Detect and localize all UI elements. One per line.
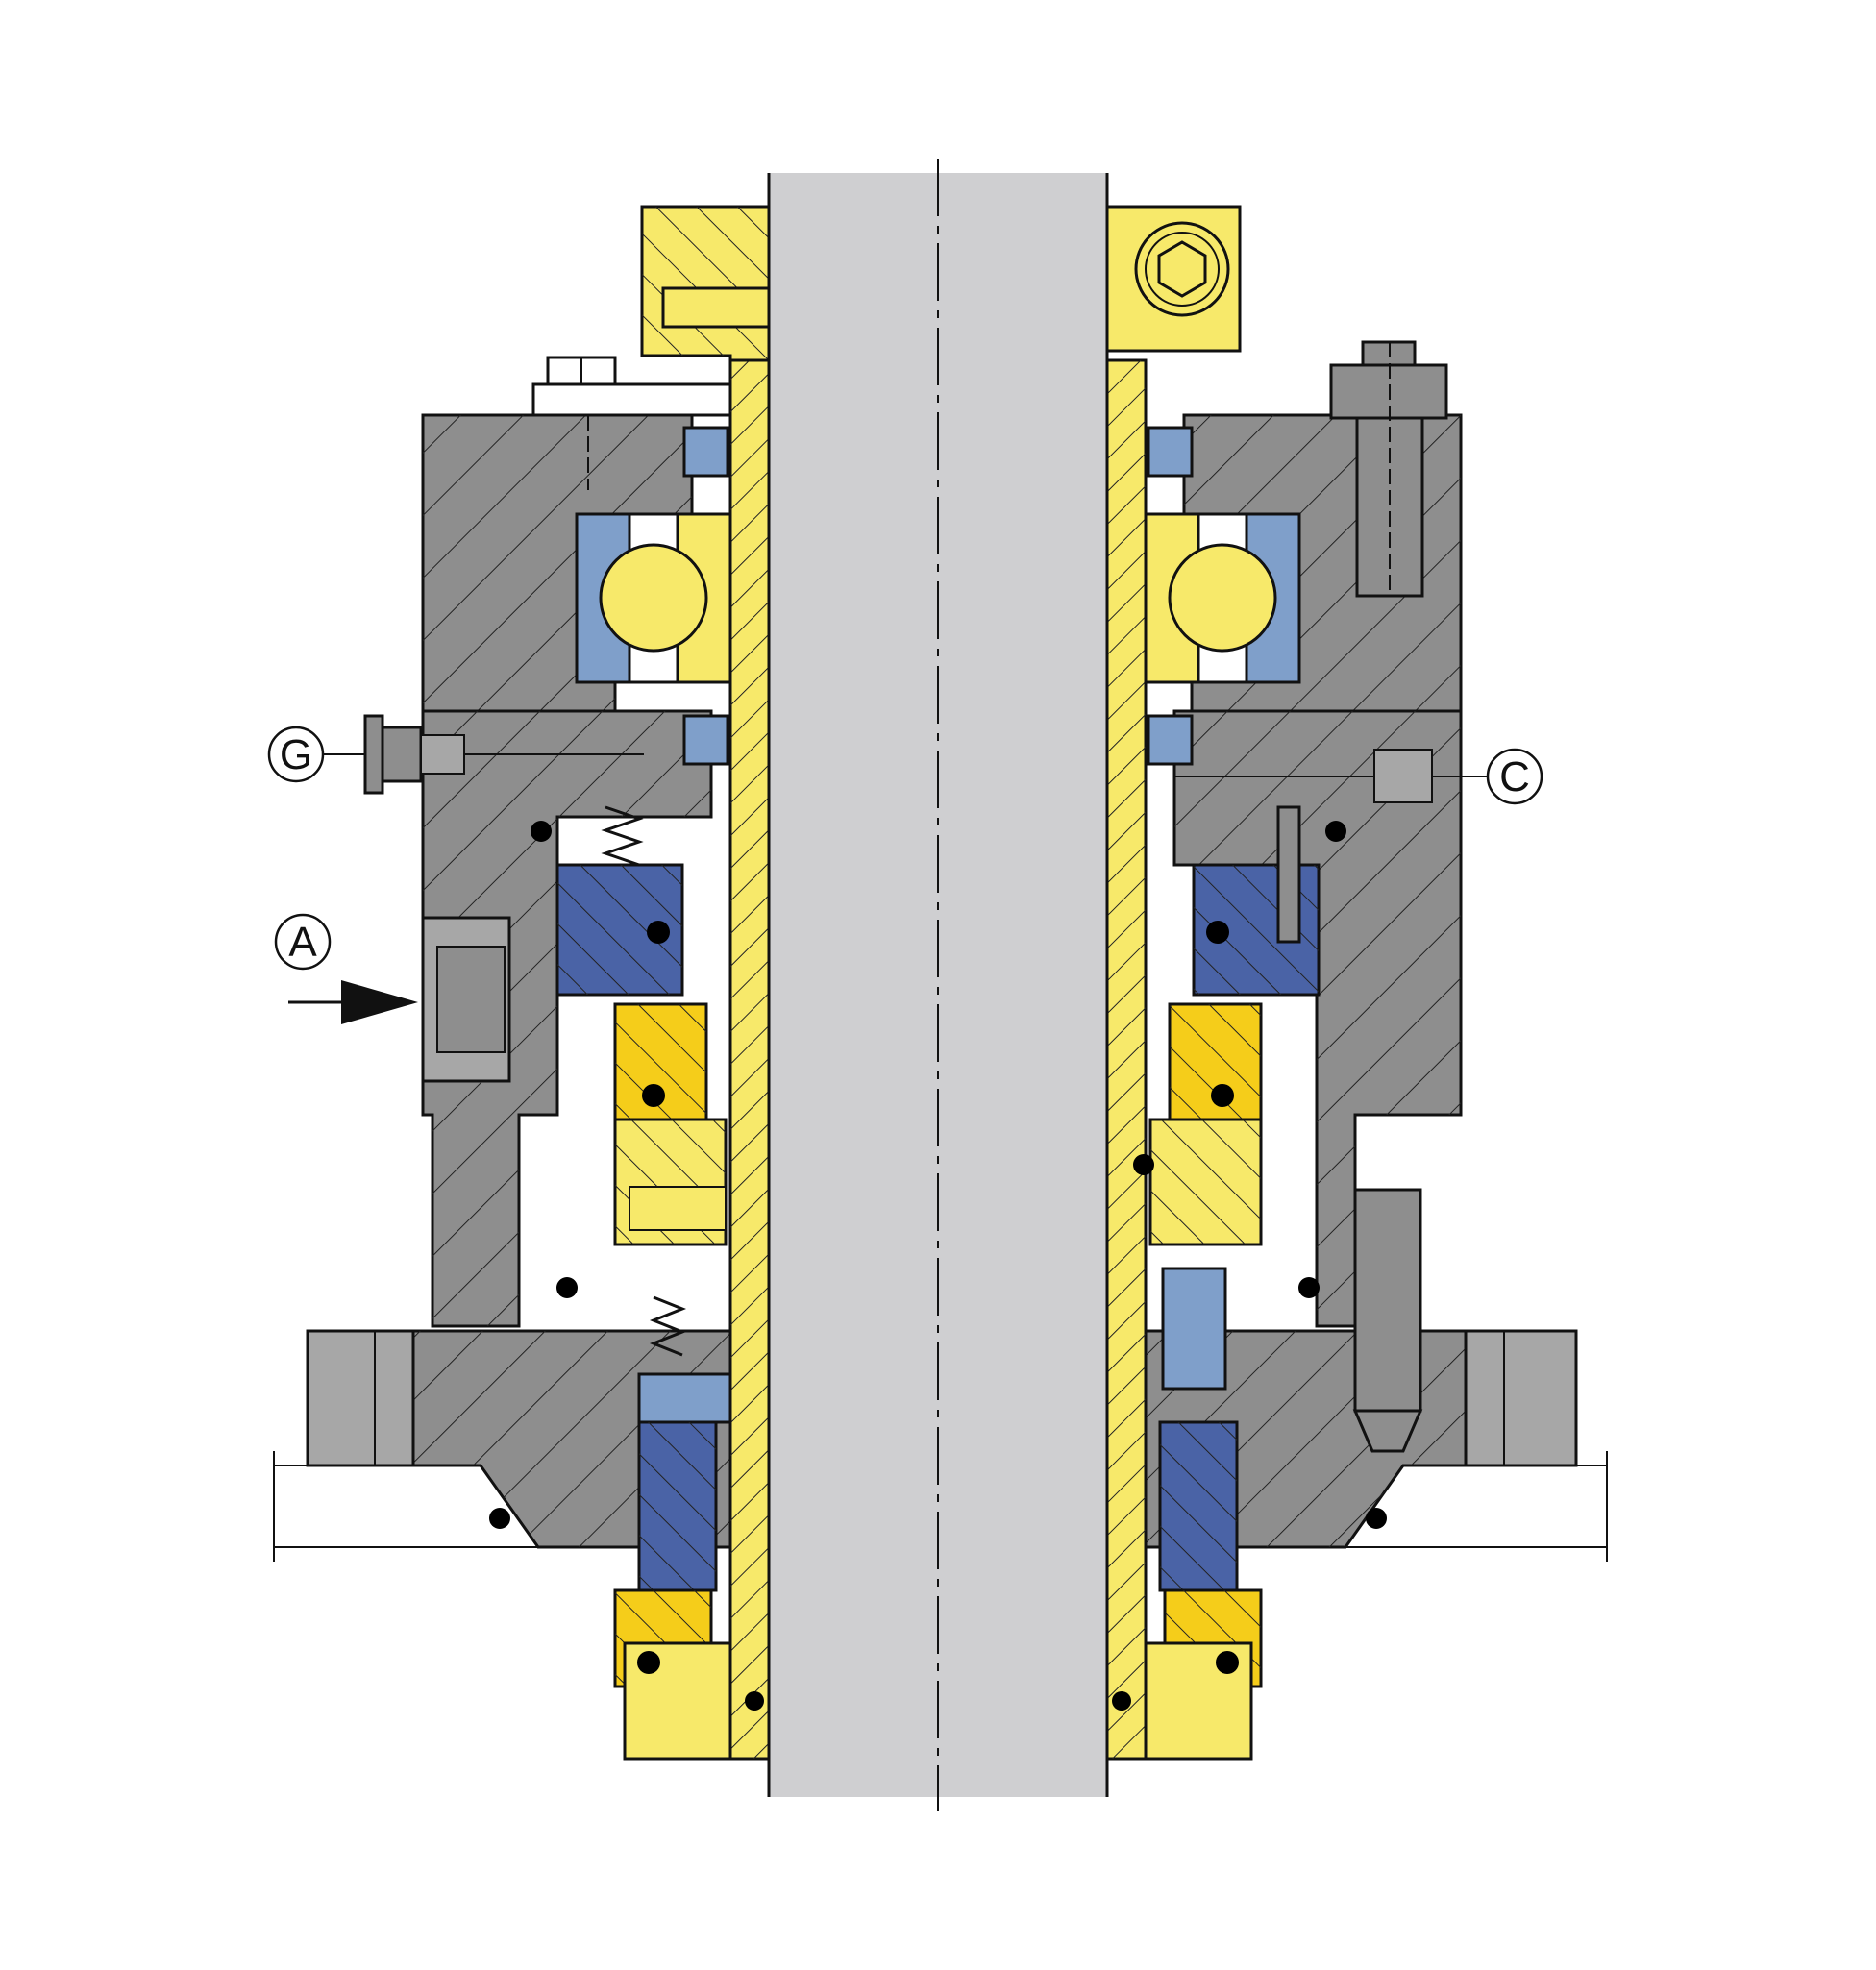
port-label-a: A xyxy=(274,913,332,971)
inlet-arrow xyxy=(288,980,418,1024)
inboard-seal-left xyxy=(555,805,728,1246)
dimension-lines xyxy=(273,1451,1608,1562)
outboard-seal-right xyxy=(1112,1267,1263,1761)
housing-o-rings xyxy=(489,821,1387,1529)
shaft xyxy=(767,159,1109,1811)
hex-socket-screw-icon xyxy=(1134,221,1230,317)
port-label-g: G xyxy=(267,726,365,783)
housing-left xyxy=(306,356,737,1549)
inboard-seal-right xyxy=(1148,805,1321,1246)
port-label-g-text: G xyxy=(280,731,312,778)
port-label-c: C xyxy=(1432,748,1543,805)
port-label-a-text: A xyxy=(288,919,317,966)
bearing-left xyxy=(575,426,732,766)
port-label-c-text: C xyxy=(1499,753,1530,800)
shaft-sleeve xyxy=(728,358,1148,1761)
bearing-right xyxy=(1144,426,1301,766)
outboard-seal-left xyxy=(613,1295,764,1761)
